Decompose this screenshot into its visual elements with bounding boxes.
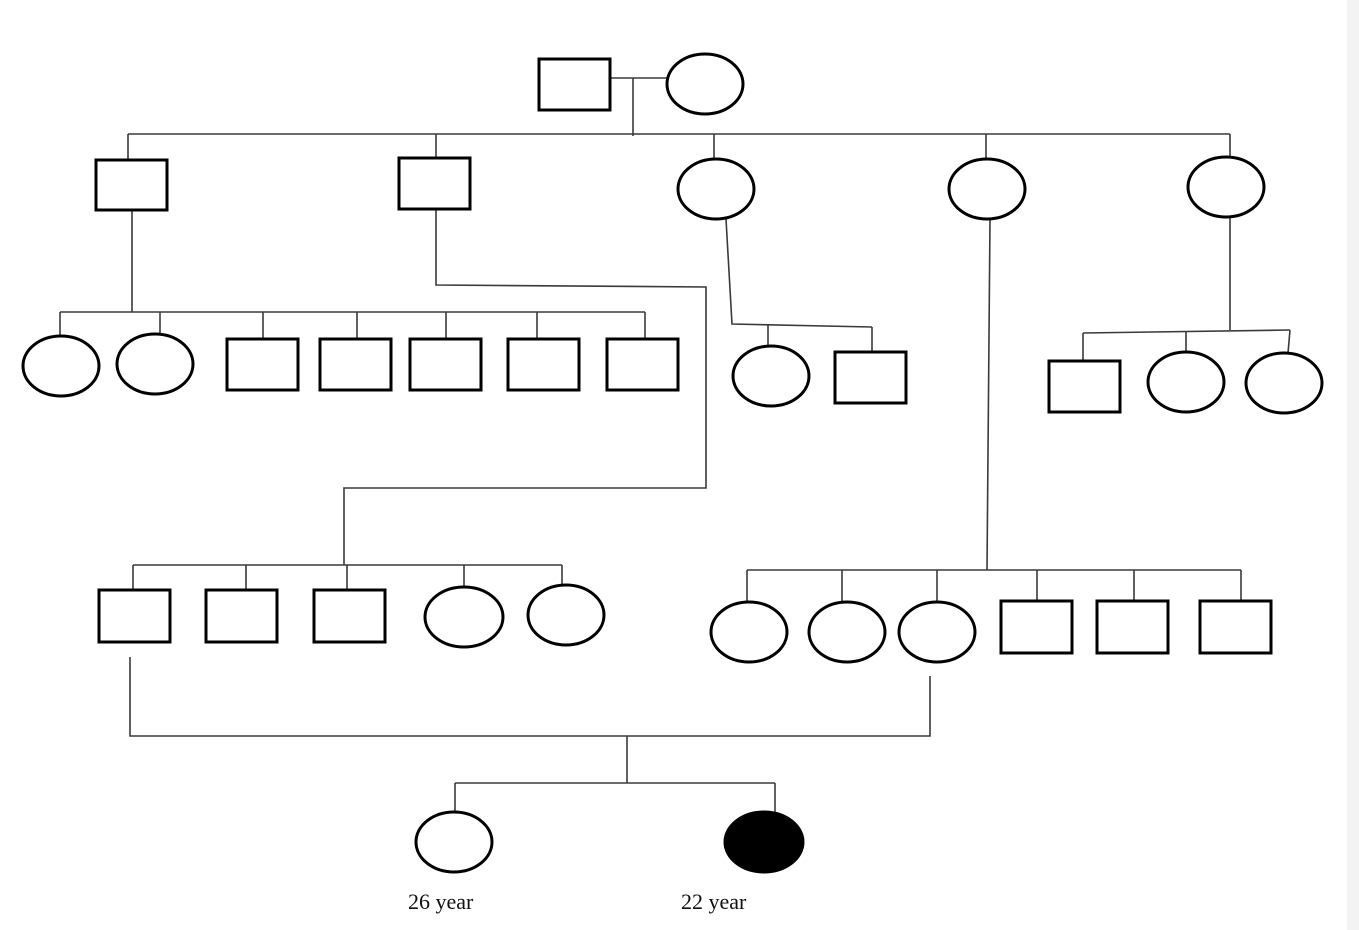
female-symbol bbox=[1244, 351, 1324, 415]
age-label: 22 year bbox=[681, 889, 747, 914]
marriage-line-gen3 bbox=[129, 657, 931, 737]
female-symbol bbox=[423, 585, 505, 649]
female-symbol bbox=[21, 334, 101, 398]
generation-1 bbox=[537, 52, 745, 116]
male-symbol bbox=[204, 588, 279, 644]
male-symbol bbox=[312, 588, 387, 644]
female-symbol bbox=[709, 600, 789, 664]
descent-line bbox=[986, 218, 991, 571]
male-symbol bbox=[537, 57, 612, 112]
male-symbol bbox=[506, 337, 581, 392]
male-symbol bbox=[408, 337, 483, 392]
female-symbol bbox=[1186, 155, 1266, 219]
female-symbol bbox=[115, 332, 195, 396]
generation-4 bbox=[97, 583, 1273, 664]
age-label: 26 year bbox=[408, 889, 474, 914]
generation-5: 26 year 22 year bbox=[408, 810, 805, 914]
female-symbol bbox=[807, 600, 887, 664]
male-symbol bbox=[97, 588, 172, 644]
female-symbol bbox=[676, 157, 756, 221]
male-symbol bbox=[1095, 599, 1170, 655]
male-symbol bbox=[94, 158, 169, 212]
generation-3 bbox=[21, 332, 1324, 415]
male-symbol bbox=[318, 337, 393, 392]
male-symbol bbox=[397, 156, 472, 211]
descent-line bbox=[725, 218, 873, 328]
connector-lines bbox=[59, 77, 1291, 812]
descent-line bbox=[343, 210, 707, 565]
male-symbol bbox=[1047, 359, 1122, 414]
female-symbol bbox=[1146, 350, 1226, 414]
male-symbol bbox=[225, 337, 300, 392]
male-symbol bbox=[833, 350, 908, 405]
female-symbol bbox=[731, 344, 811, 408]
female-symbol bbox=[897, 600, 977, 664]
female-symbol bbox=[947, 157, 1027, 221]
female-symbol bbox=[665, 52, 745, 116]
female-symbol-unaffected bbox=[414, 810, 494, 874]
female-symbol-affected bbox=[723, 810, 805, 874]
male-symbol bbox=[605, 337, 680, 392]
male-symbol bbox=[1198, 599, 1273, 655]
generation-2 bbox=[94, 155, 1266, 221]
page-edge bbox=[1347, 0, 1359, 930]
male-symbol bbox=[999, 599, 1074, 655]
female-symbol bbox=[526, 583, 606, 647]
drop-line bbox=[1287, 329, 1291, 354]
